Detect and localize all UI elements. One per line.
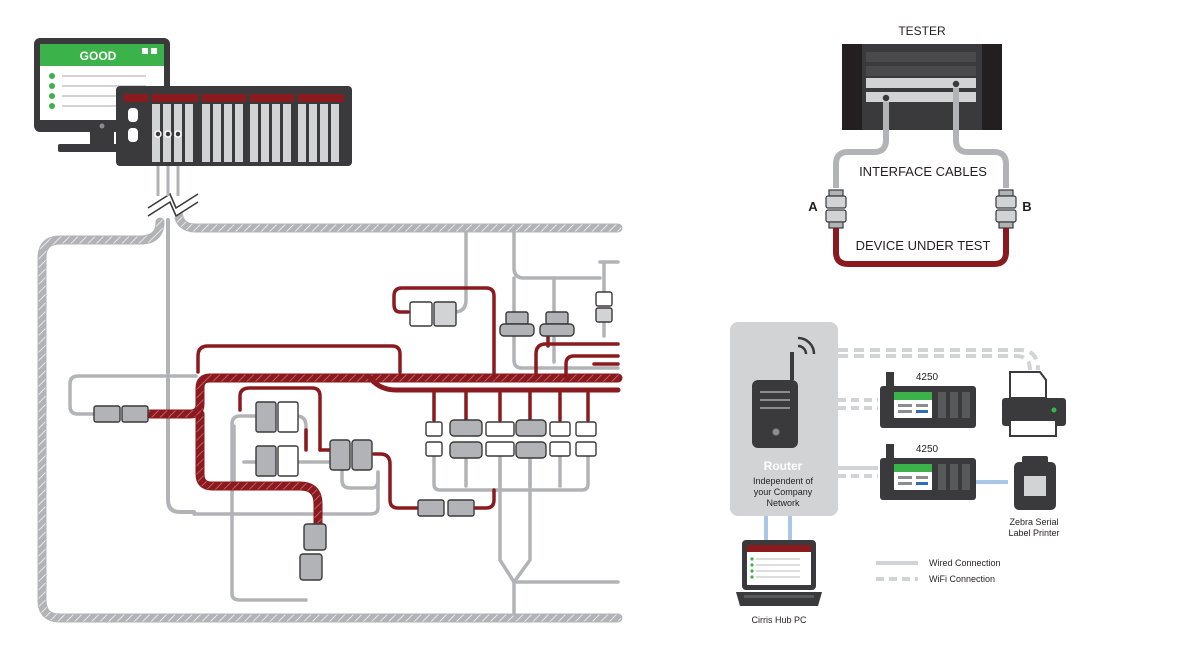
end-a-label: A [808, 199, 818, 214]
harness-diagram: GOOD [34, 38, 623, 623]
tester-unit-2 [880, 444, 976, 500]
hub-pc-label: Cirris Hub PC [751, 615, 807, 625]
harness-connectors [93, 291, 613, 581]
end-b-label: B [1022, 199, 1031, 214]
tester-title: TESTER [898, 24, 946, 38]
connector-row-right [425, 419, 597, 459]
legend-wired-label: Wired Connection [929, 558, 1001, 568]
tester-unit-2-model: 4250 [916, 444, 939, 455]
label-printer-icon [1014, 456, 1056, 510]
wifi-links [838, 348, 1040, 371]
connector-pair-bottom [417, 499, 475, 517]
tester-device [842, 44, 1002, 130]
connector-pair-top [409, 301, 457, 327]
legend-wifi-label: WiFi Connection [929, 574, 995, 584]
thin-red-wires [196, 286, 620, 510]
printer-icon [1002, 371, 1066, 437]
router-desc-line3: Network [766, 498, 800, 508]
tester-unit-1 [880, 372, 976, 428]
test-instrument-rack [116, 86, 352, 166]
connector-b [995, 189, 1017, 229]
tester-unit-1-model: 4250 [916, 372, 939, 383]
connector-vertical-pair [299, 523, 327, 581]
wired-links [764, 398, 1008, 540]
interface-cables-label: INTERFACE CABLES [859, 164, 987, 179]
tester-diagram: TESTER INTERFACE CABLES A [808, 24, 1032, 267]
label-printer-label-line1: Zebra Serial [1009, 517, 1058, 527]
router-icon [752, 336, 816, 448]
connector-dsub-top [499, 291, 613, 337]
red-bundle-cables [145, 373, 623, 529]
cable-break-mark [145, 166, 201, 218]
connector-a [825, 189, 847, 229]
network-diagram: Router Independent of your Company Netwo… [730, 322, 1066, 625]
connector-blocks-mid [255, 401, 373, 477]
monitor-status-text: GOOD [80, 49, 117, 63]
connector-pair-left [93, 405, 149, 423]
laptop-icon [736, 540, 822, 606]
interface-cables [833, 88, 1009, 188]
device-under-test-label: DEVICE UNDER TEST [856, 238, 991, 253]
connection-legend: Wired Connection WiFi Connection [876, 558, 1001, 584]
thin-gray-wires [68, 230, 620, 616]
device-under-test-cable [833, 228, 1009, 267]
router-desc-line2: your Company [754, 487, 813, 497]
gray-bundle-drop [166, 218, 196, 514]
router-desc-line1: Independent of [753, 476, 814, 486]
router-title: Router [764, 459, 803, 473]
label-printer-label-line2: Label Printer [1008, 528, 1059, 538]
